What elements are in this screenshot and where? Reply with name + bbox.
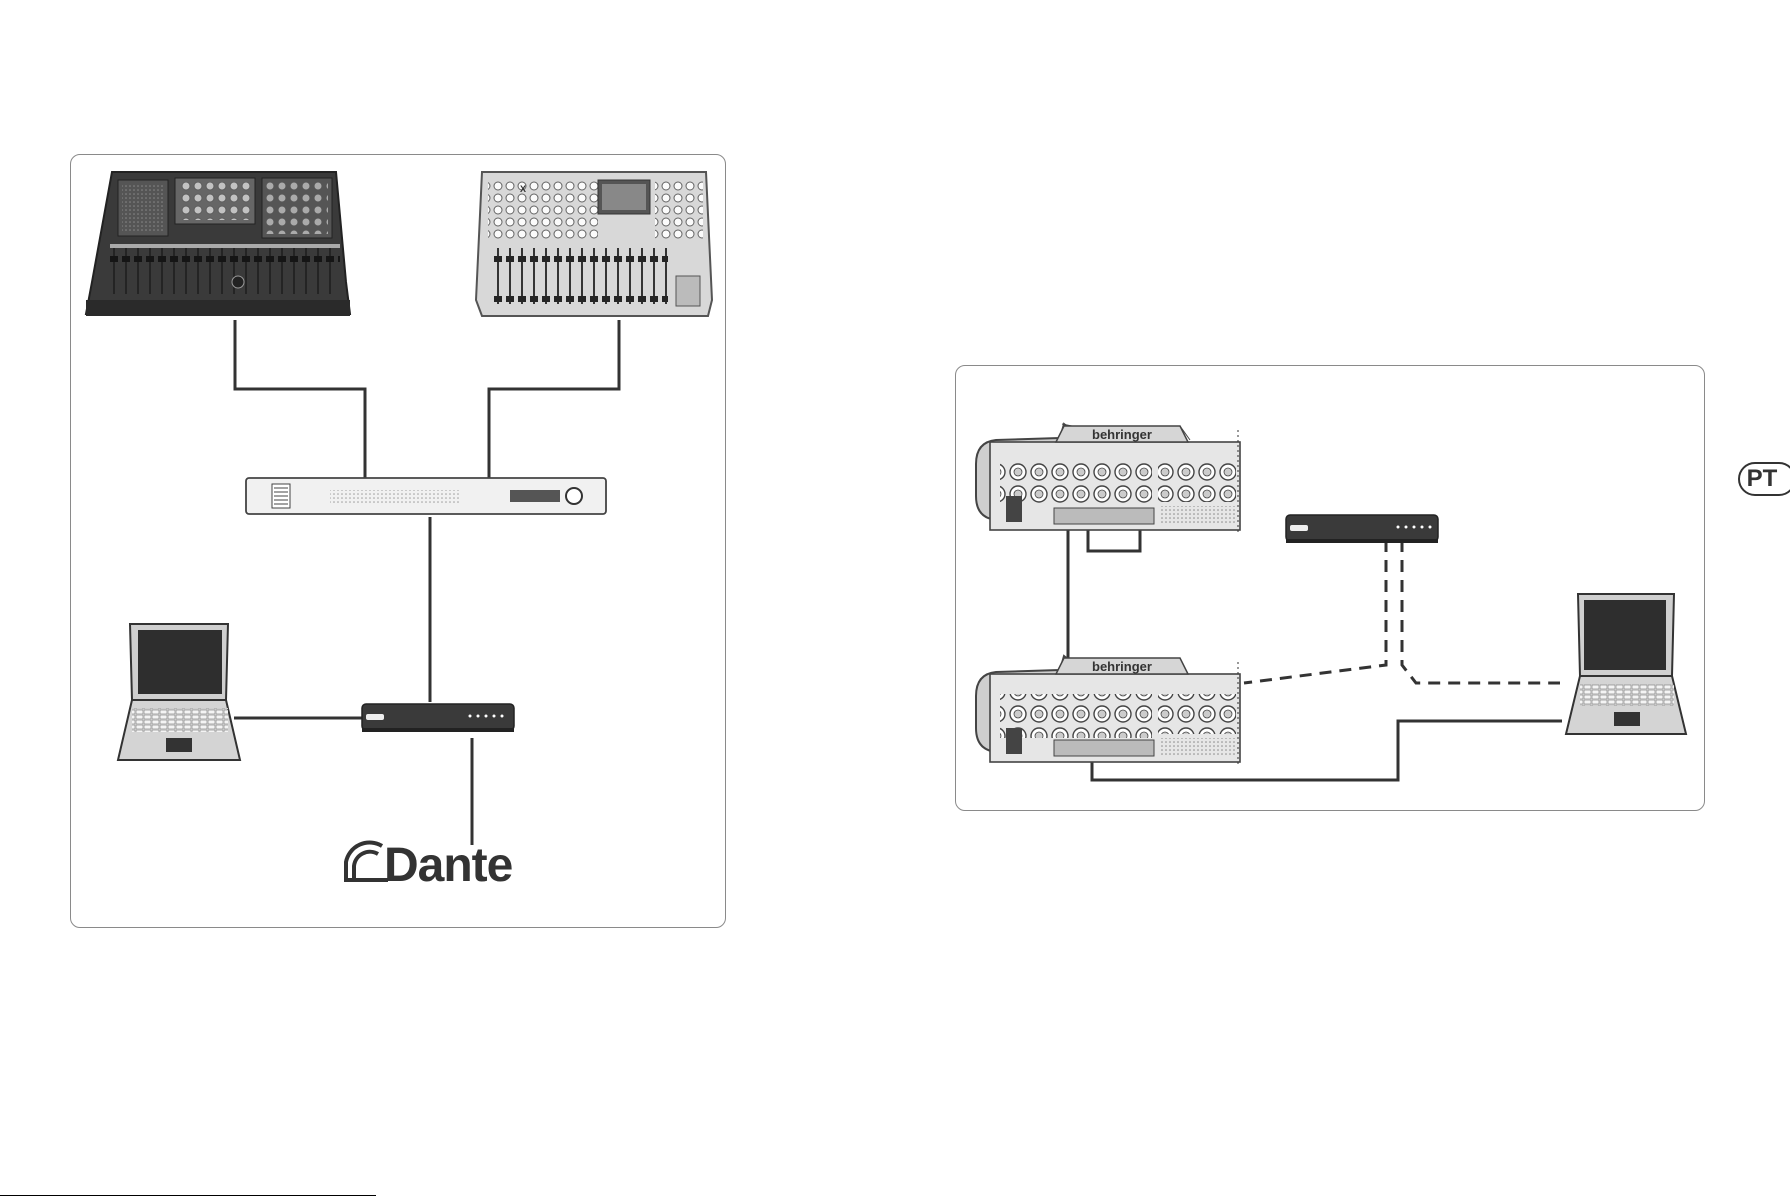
digital-console-large bbox=[86, 172, 350, 316]
wireless-router-to-mixer bbox=[1244, 540, 1386, 683]
cable-console-to-converter bbox=[235, 320, 365, 478]
dante-logo: Dante bbox=[344, 839, 513, 892]
digital-mixer-light: X bbox=[476, 172, 712, 316]
brand-label-top: behringer bbox=[1092, 427, 1152, 442]
wireless-router-to-laptop bbox=[1402, 540, 1560, 683]
brand-label-bottom: behringer bbox=[1092, 659, 1152, 674]
cable-mixer-to-converter bbox=[489, 320, 619, 478]
wireless-router bbox=[1286, 515, 1438, 543]
laptop-left bbox=[118, 624, 240, 760]
footer-rule bbox=[0, 1195, 376, 1196]
rack-converter bbox=[246, 478, 606, 514]
network-switch-left bbox=[362, 704, 514, 732]
wireless-links bbox=[1244, 540, 1560, 683]
stagebox-mixer-bottom: behringer bbox=[976, 656, 1240, 764]
language-badge: PT bbox=[1738, 462, 1790, 496]
dante-logo-text: Dante bbox=[384, 839, 513, 892]
left-cables bbox=[234, 320, 619, 845]
laptop-right bbox=[1566, 594, 1686, 734]
stagebox-mixer-top: behringer bbox=[976, 424, 1240, 532]
svg-text:X: X bbox=[520, 184, 526, 194]
